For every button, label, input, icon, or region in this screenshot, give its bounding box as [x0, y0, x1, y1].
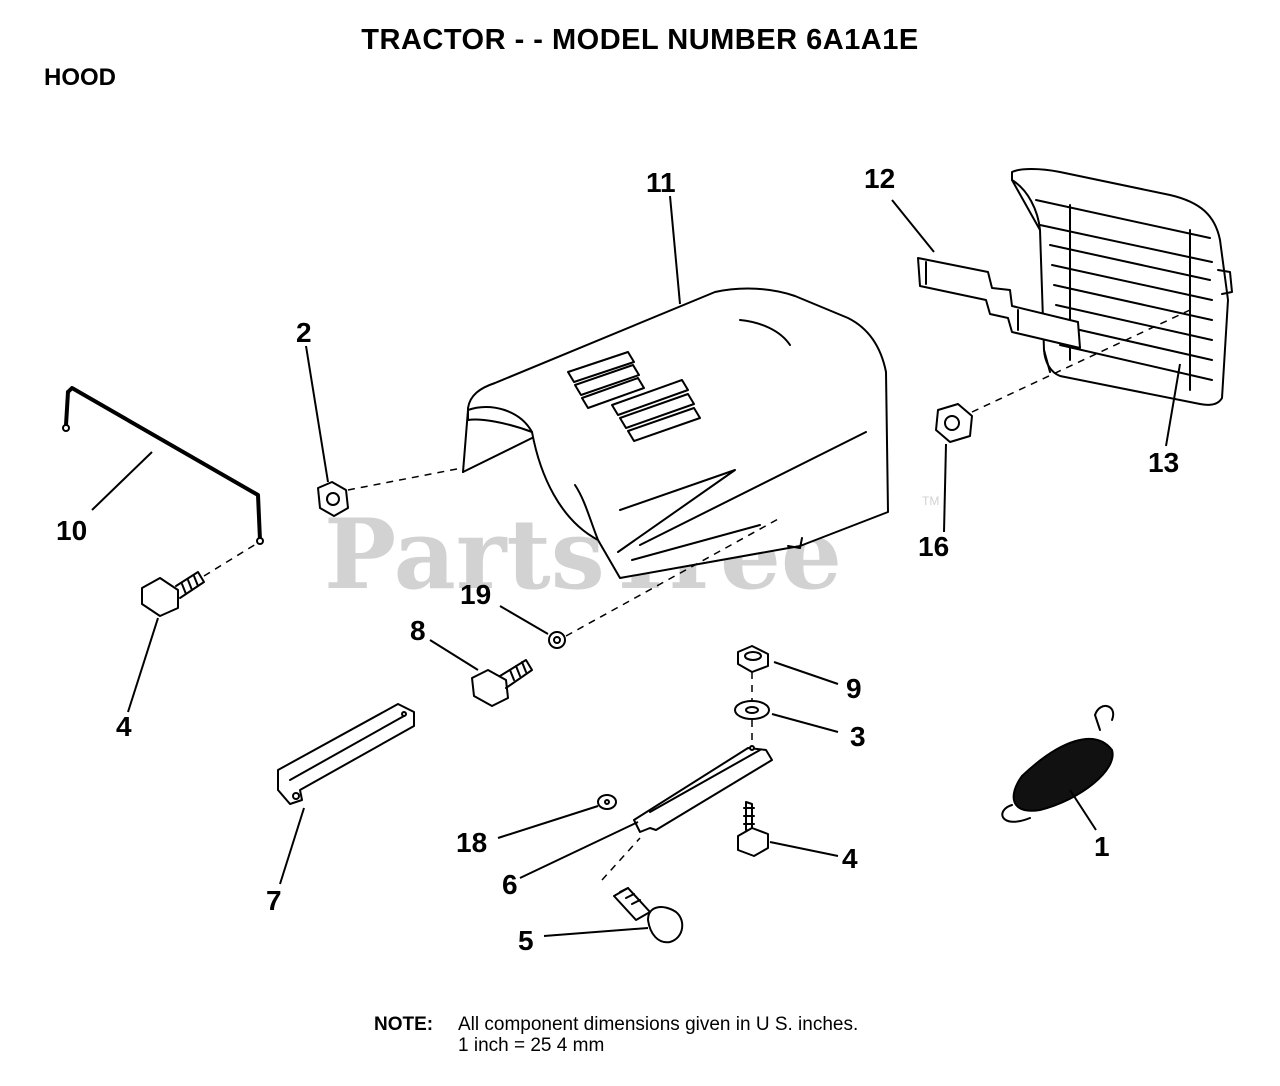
callout-6: 6: [502, 869, 518, 900]
washer-18-part: [597, 794, 617, 810]
alignment-lines: [203, 309, 1191, 881]
nut-16-part: [935, 403, 973, 443]
dimensions-note: NOTE: All component dimensions given in U…: [374, 1014, 858, 1056]
nut-2-part: [317, 481, 349, 517]
washer-19-part: [548, 631, 566, 649]
callout-13: 13: [1148, 447, 1179, 478]
bracket-7-part: [277, 703, 415, 805]
grille-bracket-part: [917, 257, 1081, 349]
spring-part: [1001, 705, 1115, 823]
callout-5: 5: [518, 925, 534, 956]
callout-4-left: 4: [116, 711, 132, 742]
bolt-5-part: [613, 887, 684, 944]
callout-labels: 11 12 13 2 10 16 19 8 9 4 3 1 7 18 6 4 5: [56, 163, 1179, 956]
watermark-tm: TM: [922, 494, 939, 508]
callout-1: 1: [1094, 831, 1110, 862]
note-line-1: All component dimensions given in U S. i…: [458, 1014, 859, 1035]
callout-16: 16: [918, 531, 949, 562]
bolt-4-left-part: [141, 571, 205, 617]
rod-part: [62, 386, 264, 545]
nut-9-part: [737, 645, 769, 673]
callout-3: 3: [850, 721, 866, 752]
callout-8: 8: [410, 615, 426, 646]
callout-7: 7: [266, 885, 282, 916]
bolt-4-right-part: [737, 801, 769, 857]
callout-10: 10: [56, 515, 87, 546]
callout-2: 2: [296, 317, 312, 348]
diagram-title: TRACTOR - - MODEL NUMBER 6A1A1E: [361, 24, 919, 56]
hood-part: [462, 287, 889, 579]
bolt-8-part: [471, 659, 533, 707]
bracket-6-part: [633, 745, 773, 833]
callout-4-right: 4: [842, 843, 858, 874]
callout-18: 18: [456, 827, 487, 858]
note-label: NOTE:: [374, 1014, 434, 1035]
callout-11: 11: [646, 167, 676, 198]
grille-part: [1011, 168, 1233, 406]
note-line-2: 1 inch = 25 4 mm: [458, 1035, 605, 1056]
callout-12: 12: [864, 163, 895, 194]
section-label: HOOD: [44, 64, 116, 91]
callout-19: 19: [460, 579, 491, 610]
callout-9: 9: [846, 673, 862, 704]
washer-3-part: [734, 700, 770, 720]
leader-lines: [91, 195, 1181, 937]
